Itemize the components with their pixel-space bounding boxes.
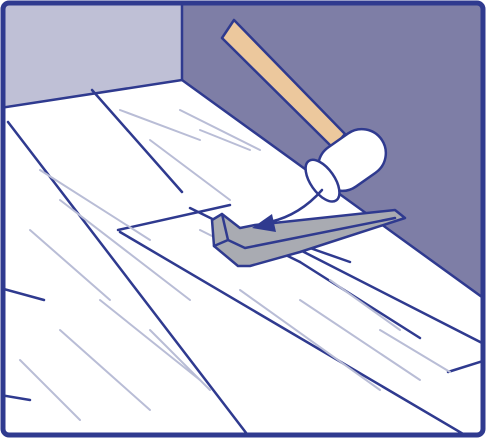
flooring-illustration (0, 0, 486, 438)
illustration-canvas (0, 0, 486, 438)
